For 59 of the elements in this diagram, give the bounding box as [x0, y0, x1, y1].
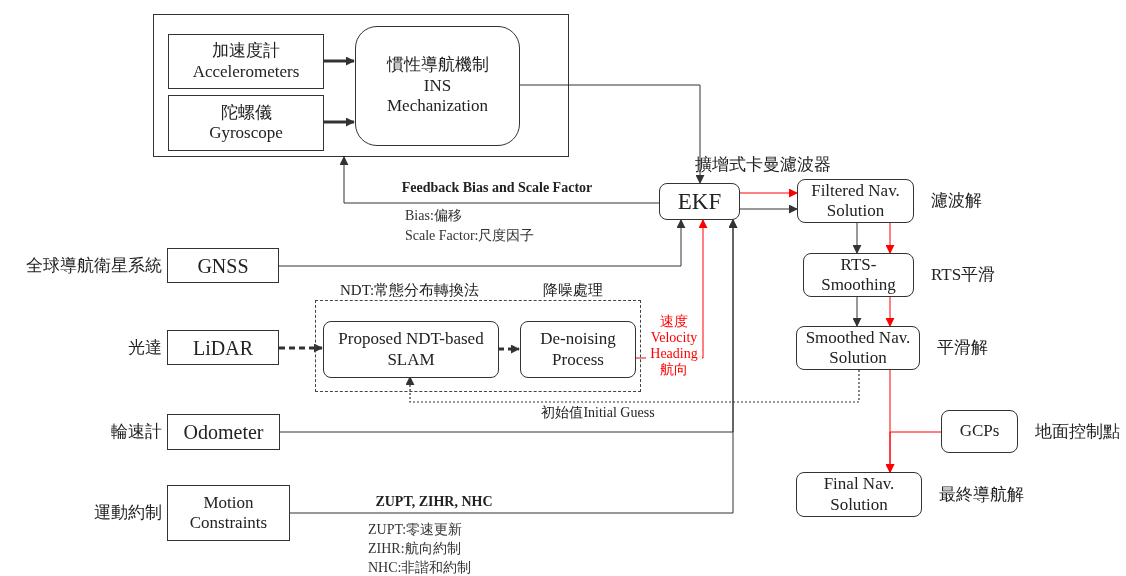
- note-text: Scale Factor:尺度因子: [405, 227, 535, 245]
- note-text: NHC:非諧和約制: [368, 559, 472, 576]
- node-caption: 地面控制點: [1035, 421, 1120, 442]
- node-text: 陀螺儀: [219, 102, 273, 123]
- node-caption: 濾波解: [931, 190, 982, 212]
- node-text: Smoothed Nav. Solution: [804, 327, 912, 369]
- node-caption: 平滑解: [937, 337, 988, 359]
- node-text: De-noising Process: [539, 329, 617, 370]
- arrow: [885, 222, 895, 254]
- note-text: ZUPT:零速更新: [368, 521, 463, 539]
- arrow: [289, 219, 738, 514]
- dashed-arrow: [498, 344, 520, 354]
- note-text: ZIHR:航向約制: [368, 540, 461, 558]
- node-text: INS: [422, 75, 453, 97]
- note-text: Bias:偏移: [405, 207, 462, 225]
- node-caption: 最終導航解: [939, 484, 1024, 505]
- node-caption: 光達: [128, 337, 162, 358]
- rounded-box: [520, 321, 636, 378]
- dashed-arrow: [279, 343, 323, 353]
- dashed-arrow: [405, 369, 860, 403]
- group-heading: NDT:常態分布轉換法: [340, 281, 480, 299]
- group-heading: 降噪處理: [543, 281, 603, 299]
- rounded-box: [323, 321, 499, 378]
- node-text: GNSS: [196, 253, 250, 278]
- node-text: 加速度計: [211, 41, 281, 62]
- node-text: Mechanization: [386, 96, 489, 117]
- node-caption: RTS平滑: [931, 264, 996, 286]
- node-caption: 擴增式卡曼濾波器: [694, 154, 831, 175]
- arrow: [278, 219, 686, 267]
- node-text: GCPs: [958, 421, 1001, 442]
- node-text: Filtered Nav. Solution: [810, 180, 901, 222]
- arrow: [739, 204, 798, 214]
- arrow: [323, 117, 355, 127]
- node-text: Accelerometers: [191, 61, 301, 82]
- node-text: Final Nav. Solution: [822, 474, 896, 515]
- arrow: [885, 296, 895, 327]
- rounded-box: [355, 26, 520, 146]
- arrow: [885, 431, 942, 473]
- arrow: [852, 222, 862, 254]
- arrow: [518, 84, 705, 184]
- process-box: [168, 95, 324, 151]
- node-caption: 全球導航衛星系統: [26, 255, 162, 276]
- node-text: Proposed NDT-based SLAM: [337, 329, 485, 370]
- node-caption: 輪速計: [111, 421, 162, 443]
- node-text: 慣性導航機制: [385, 55, 490, 76]
- arrow: [323, 56, 355, 66]
- process-box: [168, 34, 324, 89]
- node-text: Motion Constraints: [188, 492, 269, 534]
- system-box: [153, 14, 569, 157]
- node-text: Gyroscope: [208, 123, 284, 144]
- arrow: [852, 296, 862, 327]
- edge-label: 速度 Velocity Heading 航向: [646, 314, 702, 379]
- arrow: [339, 156, 660, 204]
- node-caption: 運動約制: [94, 502, 162, 524]
- arrow: [739, 188, 798, 198]
- node-text: Odometer: [182, 420, 265, 444]
- node-text: LiDAR: [192, 335, 254, 360]
- node-text: RTS-Smoothing: [820, 254, 897, 296]
- node-text: EKF: [676, 187, 723, 216]
